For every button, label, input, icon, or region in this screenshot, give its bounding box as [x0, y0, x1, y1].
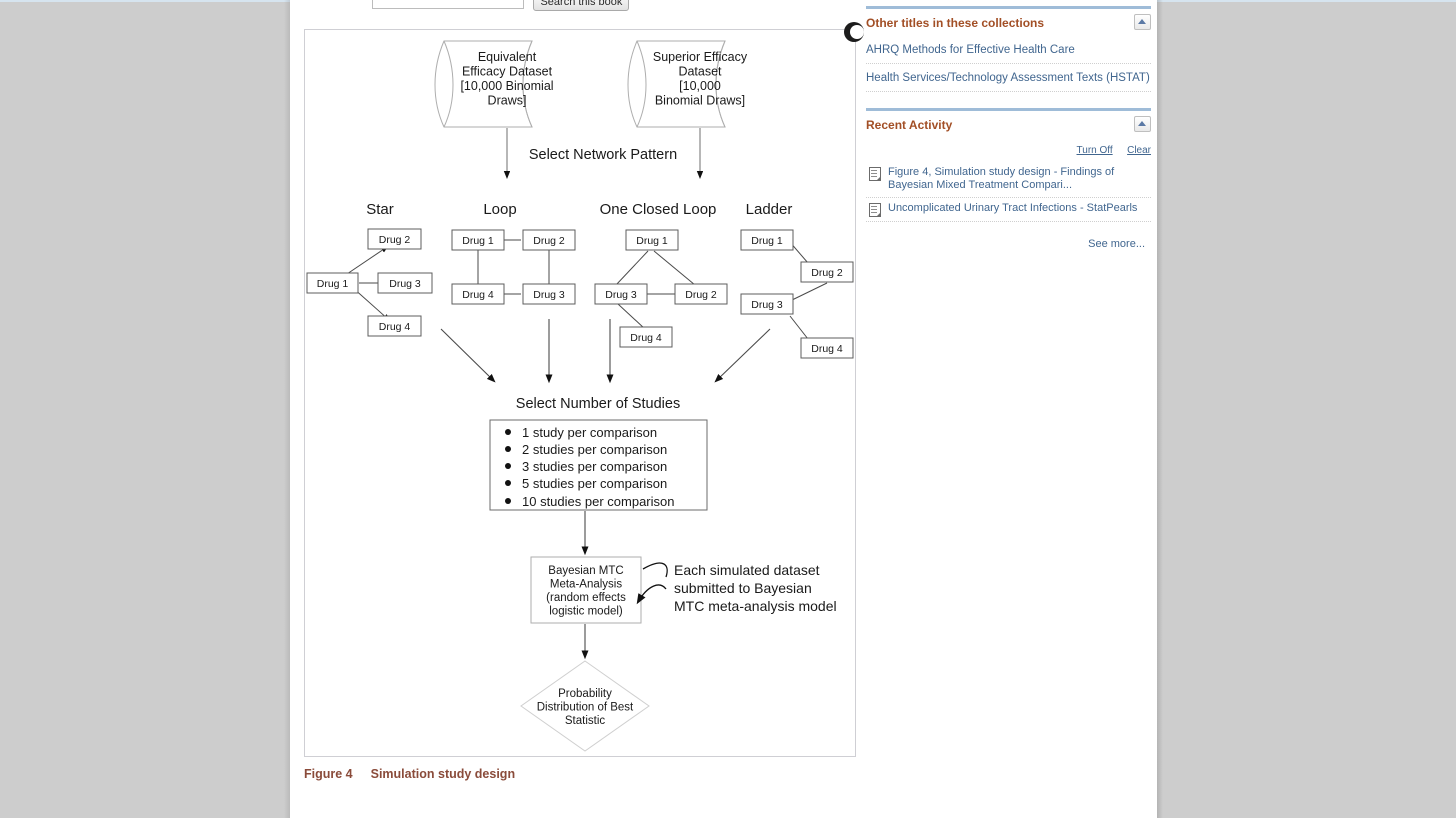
- pattern-title-one-closed-loop: One Closed Loop: [600, 201, 717, 218]
- recent-activity-link-uti[interactable]: Uncomplicated Urinary Tract Infections -…: [888, 202, 1138, 214]
- recent-activity-heading: Recent Activity: [866, 116, 1151, 138]
- model-annotation-line-3: MTC meta-analysis model: [674, 598, 837, 614]
- recent-activity-tools: Turn Off Clear: [866, 138, 1151, 162]
- other-titles-block: Other titles in these collections AHRQ M…: [866, 6, 1151, 92]
- figure-frame: [304, 29, 856, 757]
- dataset-equivalent-line-4: Draws]: [488, 94, 527, 108]
- see-more-container: See more...: [866, 222, 1151, 252]
- search-this-book-button[interactable]: Search this book: [533, 0, 630, 11]
- loop-node-drug-3: Drug 3: [533, 289, 565, 301]
- clear-link[interactable]: Clear: [1127, 145, 1151, 156]
- pattern-loop: Drug 1 Drug 2 Drug 4 Drug 3: [451, 229, 576, 305]
- other-titles-heading: Other titles in these collections: [866, 14, 1151, 36]
- panel-shadow-left: [284, 0, 290, 818]
- search-input[interactable]: [372, 0, 524, 9]
- ladder-node-drug-4: Drug 4: [811, 343, 843, 355]
- study-option-1: 1 study per comparison: [522, 425, 657, 440]
- outcome-line-3: Statistic: [565, 715, 606, 727]
- ladder-node-drug-1: Drug 1: [751, 235, 783, 247]
- dataset-superior-line-1: Superior Efficacy: [653, 50, 748, 64]
- other-titles-row: Health Services/Technology Assessment Te…: [866, 64, 1151, 92]
- figure-caption: Figure 4 Simulation study design: [304, 767, 515, 781]
- turn-off-link[interactable]: Turn Off: [1076, 145, 1113, 156]
- pattern-one-closed-loop: Drug 1 Drug 3 Drug 2 Drug 4: [594, 229, 728, 348]
- document-icon: [869, 203, 881, 217]
- model-box: Bayesian MTC Meta-Analysis (random effec…: [530, 556, 642, 624]
- star-node-drug-1: Drug 1: [317, 278, 349, 290]
- dataset-superior-line-4: Binomial Draws]: [655, 94, 745, 108]
- section-rule: [866, 108, 1151, 111]
- ladder-node-drug-3: Drug 3: [751, 299, 783, 311]
- collapse-up-icon[interactable]: [1134, 116, 1151, 132]
- recent-activity-item[interactable]: Figure 4, Simulation study design - Find…: [866, 162, 1151, 198]
- outcome-line-1: Probability: [558, 688, 612, 700]
- study-options-box: 1 study per comparison 2 studies per com…: [489, 419, 708, 511]
- dataset-superior-line-3: [10,000: [679, 79, 721, 93]
- model-line-3: (random effects: [546, 592, 626, 604]
- arrow-star-to-studies: [440, 328, 496, 383]
- dataset-equivalent-line-2: Efficacy Dataset: [462, 65, 553, 79]
- book-search-bar: Search this book: [372, 0, 630, 13]
- dataset-superior-line-2: Dataset: [678, 65, 722, 79]
- pattern-ladder: Drug 1 Drug 2 Drug 3 Drug 4: [740, 229, 854, 359]
- ocl-node-drug-4: Drug 4: [630, 332, 662, 344]
- document-icon: [869, 167, 881, 181]
- study-option-5: 5 studies per comparison: [522, 476, 667, 491]
- model-line-1: Bayesian MTC: [548, 565, 623, 577]
- dataset-equivalent-line-1: Equivalent: [478, 50, 537, 64]
- step-select-network-pattern-label: Select Network Pattern: [529, 147, 677, 163]
- model-line-2: Meta-Analysis: [550, 579, 622, 591]
- loop-node-drug-2: Drug 2: [533, 235, 565, 247]
- outcome-diamond: Probability Distribution of Best Statist…: [520, 660, 650, 752]
- study-option-10: 10 studies per comparison: [522, 494, 674, 509]
- outcome-line-2: Distribution of Best: [537, 702, 634, 714]
- star-node-drug-3: Drug 3: [389, 278, 421, 290]
- pattern-star: Drug 2 Drug 1 Drug 3 Drug 4: [306, 228, 433, 337]
- collapse-up-icon[interactable]: [1134, 14, 1151, 30]
- simulation-study-design-diagram: Equivalent Efficacy Dataset [10,000 Bino…: [306, 40, 854, 752]
- dataset-cylinder-superior: Superior Efficacy Dataset [10,000 Binomi…: [627, 40, 748, 128]
- other-titles-link-hstat[interactable]: Health Services/Technology Assessment Te…: [866, 72, 1150, 84]
- study-option-3: 3 studies per comparison: [522, 459, 667, 474]
- arrow-ladder-to-studies: [714, 328, 771, 383]
- panel-shadow-right: [1157, 0, 1163, 818]
- recent-activity-item[interactable]: Uncomplicated Urinary Tract Infections -…: [866, 198, 1151, 222]
- figure-caption-text: Simulation study design: [370, 767, 516, 781]
- figure-caption-number: Figure 4: [304, 767, 353, 781]
- other-titles-row: AHRQ Methods for Effective Health Care: [866, 36, 1151, 64]
- pattern-title-loop: Loop: [483, 201, 516, 218]
- pattern-title-star: Star: [366, 201, 394, 218]
- ladder-node-drug-2: Drug 2: [811, 267, 843, 279]
- recent-activity-link-figure4[interactable]: Figure 4, Simulation study design - Find…: [888, 166, 1115, 191]
- star-node-drug-2: Drug 2: [379, 234, 411, 246]
- loop-node-drug-1: Drug 1: [462, 235, 494, 247]
- star-node-drug-4: Drug 4: [379, 321, 411, 333]
- ocl-node-drug-2: Drug 2: [685, 289, 717, 301]
- model-line-4: logistic model): [549, 606, 623, 618]
- other-titles-link-ahrq[interactable]: AHRQ Methods for Effective Health Care: [866, 44, 1075, 56]
- other-titles-title: Other titles in these collections: [866, 16, 1045, 30]
- recent-activity-title: Recent Activity: [866, 118, 953, 132]
- recent-activity-block: Recent Activity Turn Off Clear Figure 4,…: [866, 108, 1151, 252]
- ocl-node-drug-1: Drug 1: [636, 235, 668, 247]
- study-option-2: 2 studies per comparison: [522, 442, 667, 457]
- ocl-node-drug-3: Drug 3: [605, 289, 637, 301]
- step-select-number-of-studies-label: Select Number of Studies: [516, 396, 680, 412]
- pattern-title-ladder: Ladder: [746, 201, 793, 218]
- dataset-equivalent-line-3: [10,000 Binomial: [460, 79, 553, 93]
- section-rule: [866, 6, 1151, 9]
- sidebar-gap: [866, 92, 1151, 108]
- loop-node-drug-4: Drug 4: [462, 289, 494, 301]
- close-circle-icon[interactable]: [844, 22, 864, 42]
- see-more-link[interactable]: See more...: [1088, 238, 1145, 250]
- model-annotation-line-2: submitted to Bayesian: [674, 580, 812, 596]
- right-sidebar: Other titles in these collections AHRQ M…: [866, 6, 1151, 252]
- dataset-cylinder-equivalent: Equivalent Efficacy Dataset [10,000 Bino…: [434, 40, 554, 128]
- model-annotation-line-1: Each simulated dataset: [674, 562, 820, 578]
